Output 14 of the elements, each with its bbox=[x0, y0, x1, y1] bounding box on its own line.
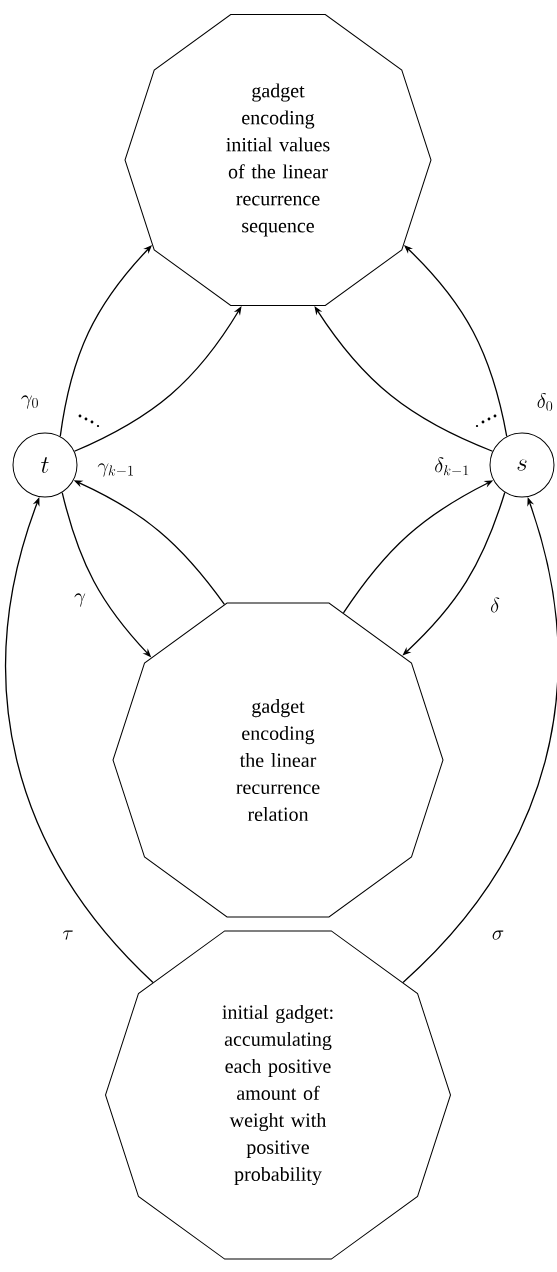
edge-label: $\gamma_0$ bbox=[21, 395, 38, 409]
gadget-decagon: gadget encoding initial values of the linear recurrence sequence bbox=[124, 13, 432, 306]
arrow bbox=[402, 491, 506, 656]
edge-label: $\delta_{k-1}$ bbox=[435, 457, 469, 476]
edge-label: $\gamma$ bbox=[74, 593, 86, 607]
arrow bbox=[314, 306, 494, 452]
arrow bbox=[73, 306, 242, 452]
edge-label: $\delta$ bbox=[490, 597, 500, 613]
edge-label: $\gamma_{k-1}$ bbox=[97, 463, 133, 477]
gadget-decagon: gadget encoding the linear recurrence relation bbox=[112, 602, 444, 918]
edge-label: $\delta_0$ bbox=[537, 392, 553, 412]
gadget-decagon: initial gadget: accumulating each positive amount of weight with positive probability bbox=[105, 930, 451, 1260]
edge-label: $\sigma$ bbox=[492, 930, 504, 940]
edge-label: $\tau$ bbox=[62, 930, 73, 940]
